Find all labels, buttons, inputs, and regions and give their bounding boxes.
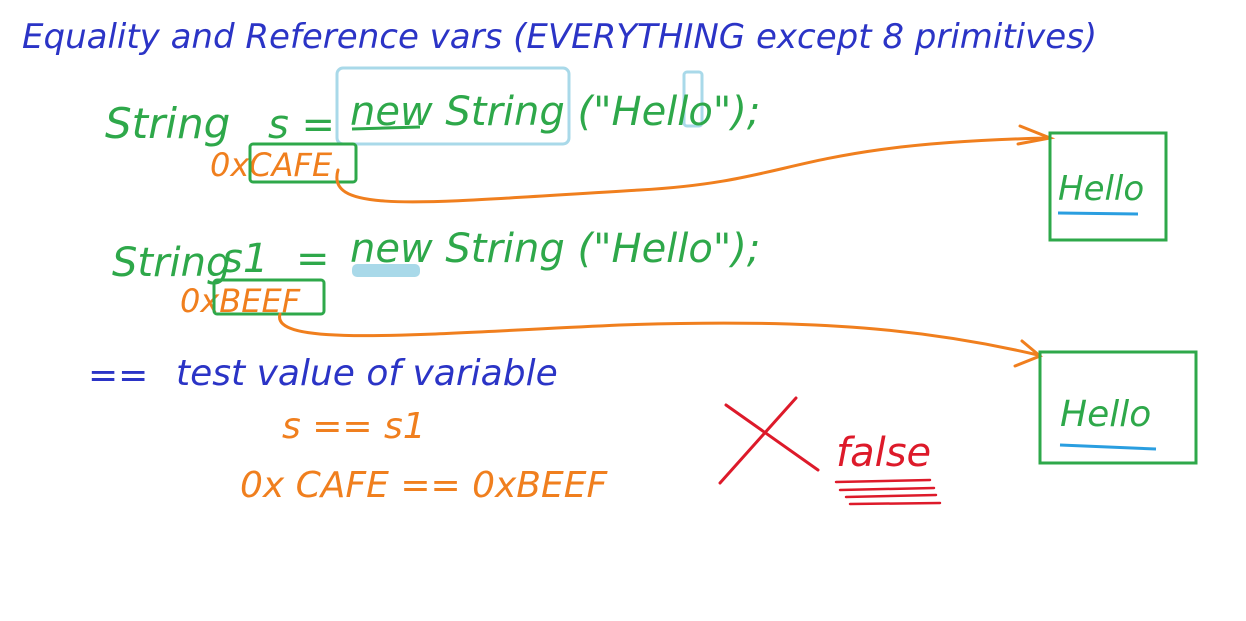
string-object-2-underline [1059, 443, 1157, 451]
address-beef-box [212, 278, 326, 316]
reference-arrow-1-head [1016, 124, 1056, 146]
line2-expr: new String ("Hello"); [350, 226, 760, 272]
result-false: false [836, 430, 931, 476]
reference-arrow-1 [335, 136, 1050, 204]
string-object-2 [1038, 350, 1198, 465]
result-false-underline [834, 478, 942, 506]
string-object-1-label: Hello [1058, 169, 1144, 209]
new-expression-highlight-box [335, 66, 571, 146]
title-text: Equality and Reference vars (EVERYTHING … [22, 17, 1097, 57]
string-object-2-label: Hello [1060, 394, 1151, 435]
reference-arrow-2 [278, 312, 1040, 357]
string-object-1 [1048, 131, 1168, 242]
line2-equals: = [296, 236, 330, 282]
red-x-mark [718, 396, 820, 485]
string-object-1-underline [1057, 211, 1139, 216]
line2-var: s1 [222, 236, 268, 282]
comparison-addresses: 0x CAFE == 0xBEEF [240, 465, 608, 506]
new-underline [351, 125, 421, 131]
line1-type: String [105, 99, 230, 148]
address-cafe: 0xCAFE [210, 146, 333, 184]
equality-note-text: test value of variable [176, 353, 558, 394]
equality-operator: == [88, 355, 148, 396]
address-cafe-box [248, 142, 358, 184]
closing-paren-highlight-box [682, 70, 704, 128]
line1-var: s = [268, 102, 335, 148]
comparison-vars: s == s1 [282, 406, 426, 447]
line2-type: String [112, 240, 231, 286]
new-highlight-mark [352, 264, 420, 277]
